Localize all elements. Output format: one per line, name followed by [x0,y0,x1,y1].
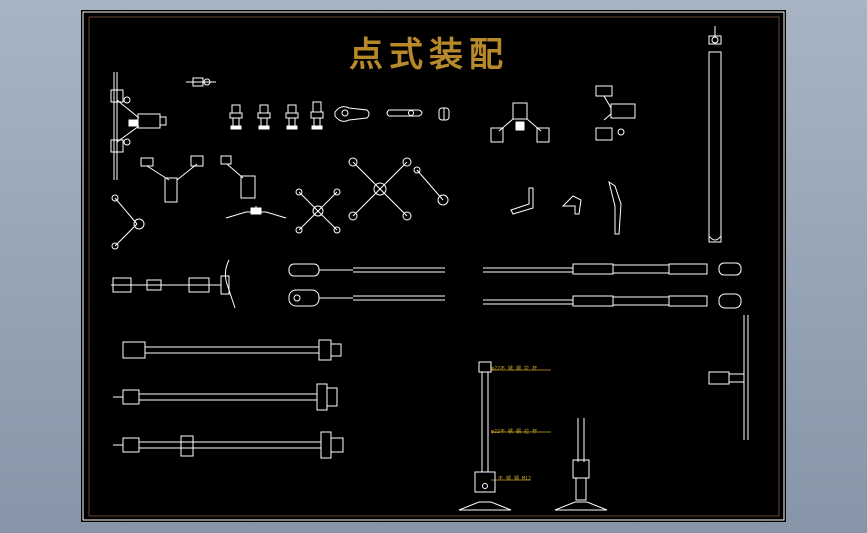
single-arm-fitting [413,166,449,206]
mullion-right [708,315,749,440]
vertical-rod-assembly-1 [458,361,551,511]
spider-with-hanger-1 [140,155,204,203]
tie-rod-assembly [111,259,236,309]
bar-assembly-3 [113,431,344,459]
drawing-canvas [82,11,785,521]
small-fitting-top [186,77,216,87]
bracket-1 [510,187,534,215]
mount-plate [225,206,287,219]
bar-assembly-1 [122,339,342,361]
ear-connectors [334,106,450,122]
v-spider-assembly [490,102,550,143]
tall-column-right [708,26,722,243]
x-spider-small [295,188,341,234]
spider-assembly-right [595,85,636,141]
cable-lower [288,289,445,307]
bracket-3 [608,180,622,235]
inner-frame [88,16,780,517]
bar-assembly-2 [113,383,338,411]
long-cable-lower [483,293,742,309]
bolt-row [229,101,324,130]
drawing-title: 点式装配 [349,35,509,75]
drawing-sheet[interactable]: 点式装配 φ22不 锈 钢 拉 杆 φ22不 锈 钢 拉 杆 不 锈 钢 M12 [81,10,786,522]
vertical-rod-assembly-2 [554,418,608,511]
cable-upper [288,263,445,277]
annotation-rod-upper: φ22不 锈 钢 拉 杆 [491,366,538,372]
x-spider-large [348,157,412,221]
annotation-bolt-spec: 不 锈 钢 M12 [498,476,532,482]
outer-frame [82,11,785,521]
bracket-2 [561,195,582,215]
spider-assembly-left [110,72,167,180]
spider-with-hanger-2 [220,155,256,199]
single-arm-left [111,194,145,250]
long-cable-upper [483,262,742,276]
